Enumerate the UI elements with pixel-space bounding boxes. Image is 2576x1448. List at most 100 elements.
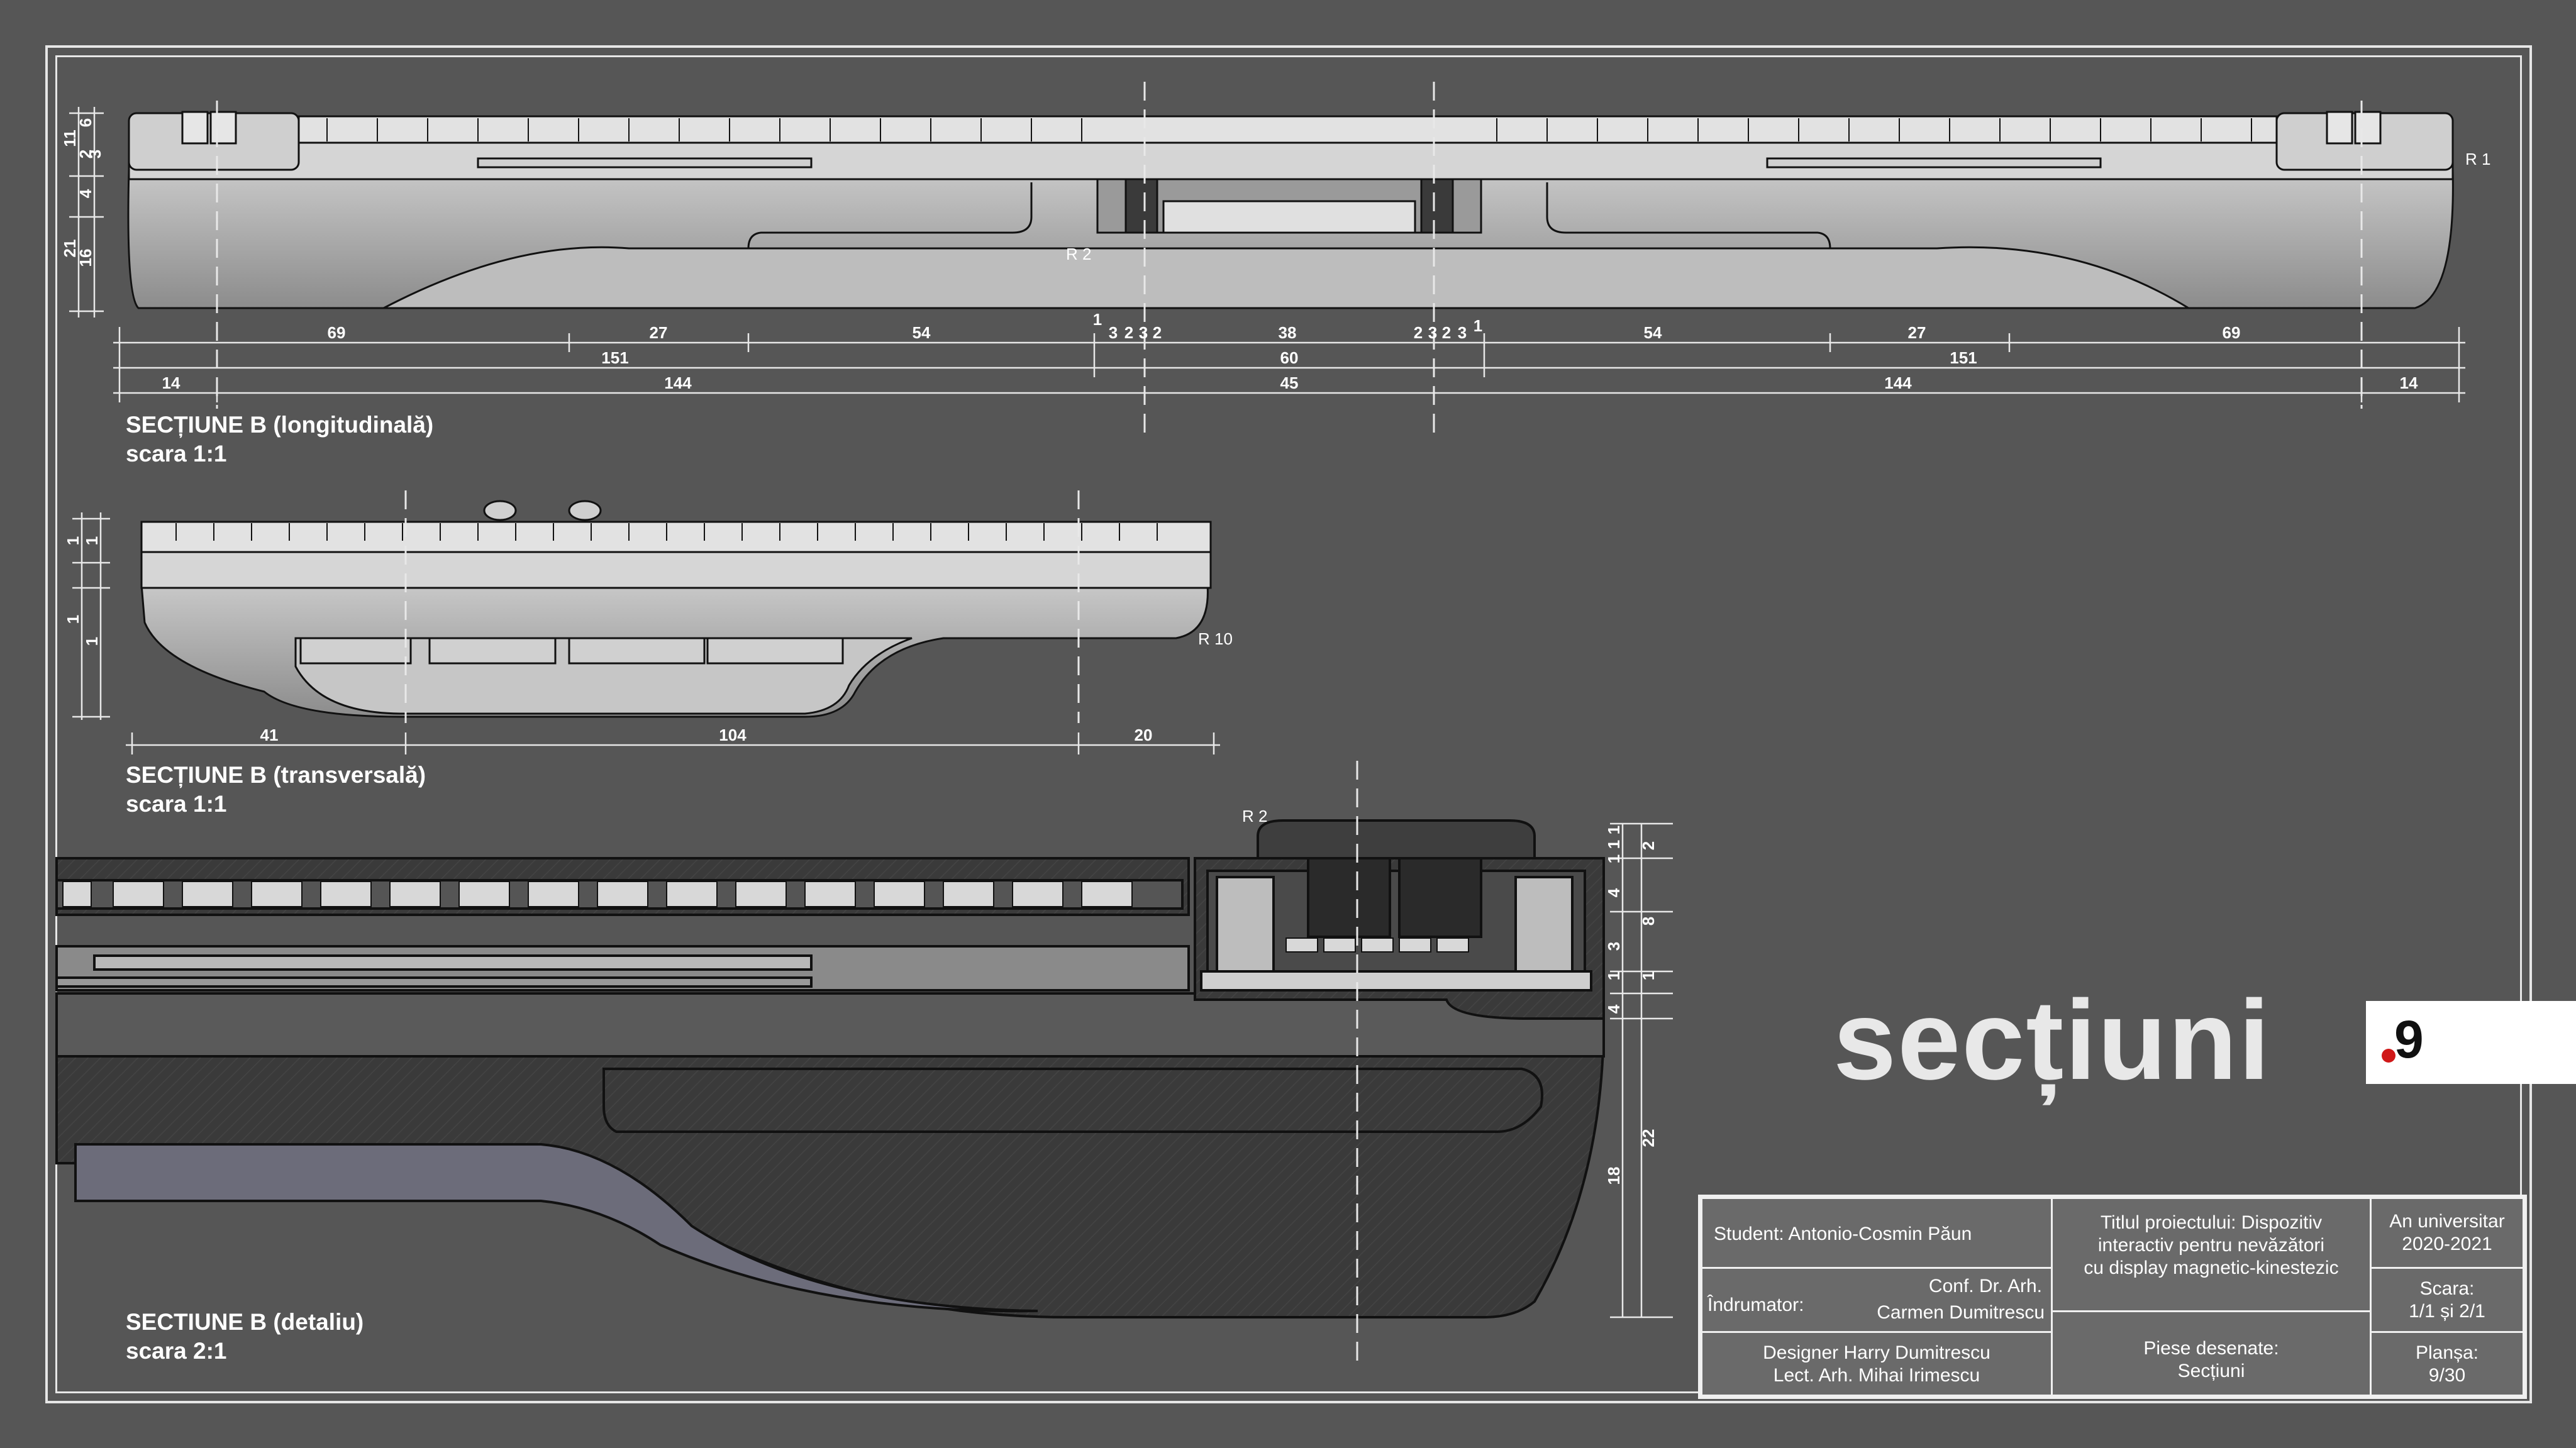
dim-label: 1 bbox=[1604, 854, 1623, 863]
transversal-plate-segments bbox=[175, 523, 1158, 541]
dim-label: 3 bbox=[1458, 323, 1467, 342]
dim-label: 21 bbox=[60, 240, 79, 258]
section-name: SECȚIUNE B (transversală) bbox=[126, 762, 426, 788]
drawn-pieces-value: Secțiuni bbox=[2177, 1361, 2245, 1381]
dim-label: 18 bbox=[1604, 1167, 1623, 1185]
dim-label: 4 bbox=[1604, 888, 1623, 897]
scale-value: 1/1 și 2/1 bbox=[2409, 1301, 2485, 1322]
dim-label: 2 bbox=[1442, 323, 1451, 342]
sheet-cell: Planșa: 9/30 bbox=[2370, 1331, 2524, 1396]
transversal-centerlines bbox=[404, 490, 1080, 723]
dim-label: 6 bbox=[76, 118, 95, 127]
project-title-cell: Titlul proiectului: Dispozitiv interacti… bbox=[2051, 1197, 2372, 1312]
longitudinal-section bbox=[127, 111, 2454, 309]
section-scale: scara 1:1 bbox=[126, 441, 227, 467]
dim-label: 20 bbox=[1135, 726, 1153, 744]
sheet-number: 9 bbox=[2394, 1010, 2424, 1069]
dim-label: 1 bbox=[1604, 971, 1623, 980]
accent-dot bbox=[2382, 1049, 2396, 1063]
dim-label: 54 bbox=[1644, 323, 1662, 342]
dim-label: 4 bbox=[1604, 1004, 1623, 1014]
academic-year-value: 2020-2021 bbox=[2402, 1234, 2492, 1254]
advisor-cell: Îndrumator: Conf. Dr. Arh. Carmen Dumitr… bbox=[1701, 1267, 2053, 1333]
designer-line: Lect. Arh. Mihai Irimescu bbox=[1773, 1365, 1980, 1386]
dim-label: 11 bbox=[60, 130, 79, 147]
dim-label: 1 bbox=[82, 637, 101, 646]
dim-label: 3 bbox=[1428, 323, 1437, 342]
dim-label: 2 bbox=[76, 150, 95, 158]
dim-label: 151 bbox=[601, 348, 628, 367]
dim-label: 151 bbox=[1950, 348, 1977, 367]
dim-label: 41 bbox=[260, 726, 279, 744]
sheet-number-badge: 9 bbox=[2366, 1001, 2576, 1084]
dim-label: 69 bbox=[2223, 323, 2241, 342]
longitudinal-plate-segments bbox=[326, 118, 2252, 141]
drawn-pieces-label: Piese desenate: bbox=[2143, 1338, 2279, 1359]
advisor-label: Îndrumator: bbox=[1707, 1295, 1804, 1315]
dim-label: 4 bbox=[76, 189, 95, 198]
student-name: Student: Antonio-Cosmin Păun bbox=[1714, 1224, 1972, 1244]
dim-label: 22 bbox=[1639, 1129, 1658, 1147]
academic-year-cell: An universitar 2020-2021 bbox=[2370, 1197, 2524, 1269]
dim-label: 38 bbox=[1279, 323, 1297, 342]
outer-frame bbox=[45, 45, 2532, 1403]
dim-label: 1 bbox=[1604, 826, 1623, 834]
sheet-label: Planșa: bbox=[2415, 1342, 2479, 1363]
dim-label: 3 bbox=[86, 150, 104, 158]
dim-label: 1 bbox=[64, 536, 82, 545]
transversal-top-plate bbox=[140, 521, 1212, 553]
dim-label: 14 bbox=[162, 373, 180, 392]
dim-label: 144 bbox=[1884, 373, 1912, 392]
radius-label: R 1 bbox=[2465, 150, 2490, 169]
radius-label: R 2 bbox=[1242, 807, 1267, 826]
dim-label: 144 bbox=[664, 373, 692, 392]
longitudinal-dimension-lines bbox=[69, 107, 2465, 402]
dim-label: 60 bbox=[1280, 348, 1299, 367]
dim-label: 45 bbox=[1280, 373, 1299, 392]
dim-label: 2 bbox=[1124, 323, 1133, 342]
dim-label: 27 bbox=[650, 323, 668, 342]
dim-label: 1 bbox=[82, 536, 101, 545]
project-title-line: Titlul proiectului: Dispozitiv bbox=[2100, 1212, 2323, 1233]
dim-label: 2 bbox=[1153, 323, 1162, 342]
dim-label: 1 bbox=[1604, 840, 1623, 849]
transversal-dimension-lines bbox=[72, 512, 1220, 754]
student-cell: Student: Antonio-Cosmin Păun bbox=[1701, 1197, 2053, 1269]
dim-label: 104 bbox=[719, 726, 747, 744]
detail-key-cells bbox=[62, 881, 1133, 907]
dim-label: 8 bbox=[1639, 917, 1658, 926]
dim-label: 54 bbox=[913, 323, 931, 342]
dim-label: 27 bbox=[1908, 323, 1926, 342]
drawn-pieces-cell: Piese desenate: Secțiuni bbox=[2051, 1310, 2372, 1396]
section-scale: scara 2:1 bbox=[126, 1338, 227, 1364]
radius-label: R 10 bbox=[1198, 629, 1233, 648]
longitudinal-underside bbox=[383, 246, 2192, 309]
designers-cell: Designer Harry Dumitrescu Lect. Arh. Mih… bbox=[1701, 1331, 2053, 1396]
dim-label: 16 bbox=[76, 249, 95, 267]
dim-label: 3 bbox=[1109, 323, 1118, 342]
section-label-longitudinal: SECȚIUNE B (longitudinală) scara 1:1 bbox=[126, 411, 433, 468]
dim-label: 1 bbox=[1474, 316, 1482, 335]
detail-section bbox=[55, 819, 1606, 1318]
sheet-value: 9/30 bbox=[2428, 1365, 2466, 1386]
dim-label: 1 bbox=[64, 615, 82, 624]
dim-label: 3 bbox=[1139, 323, 1148, 342]
transversal-section bbox=[140, 500, 1212, 718]
advisor-title: Conf. Dr. Arh. bbox=[1928, 1276, 2042, 1296]
academic-year-label: An universitar bbox=[2389, 1211, 2505, 1232]
detail-body bbox=[55, 992, 1605, 1058]
section-scale: scara 1:1 bbox=[126, 791, 227, 817]
dim-label: 14 bbox=[2400, 373, 2418, 392]
section-label-detail: SECTIUNE B (detaliu) scara 2:1 bbox=[126, 1308, 364, 1366]
project-title-line: interactiv pentru nevăzători bbox=[2097, 1235, 2325, 1256]
sheet-title: secțiuni bbox=[1833, 977, 2272, 1103]
dim-label: 1 bbox=[1093, 310, 1102, 329]
longitudinal-centerlines bbox=[216, 82, 2363, 440]
radius-label: R 2 bbox=[1066, 245, 1091, 263]
scale-cell: Scara: 1/1 și 2/1 bbox=[2370, 1267, 2524, 1333]
detail-underside bbox=[74, 1143, 1038, 1313]
designer-line: Designer Harry Dumitrescu bbox=[1763, 1342, 1990, 1363]
dim-label: 2 bbox=[1639, 841, 1658, 850]
